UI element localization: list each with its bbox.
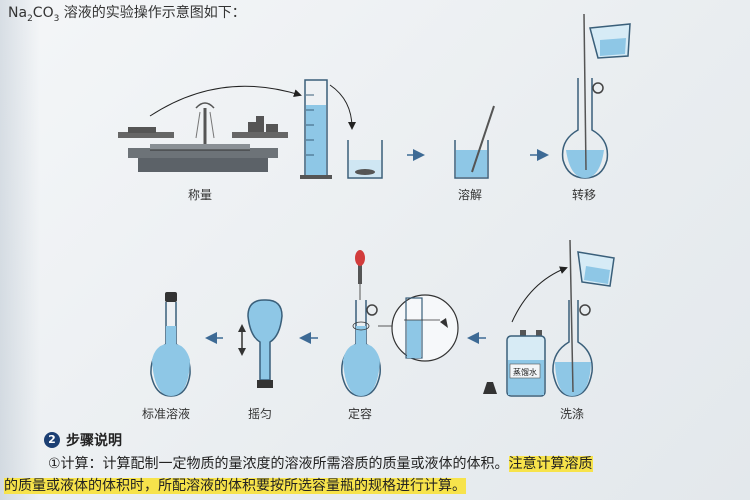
section-title: 步骤说明 [66,433,122,449]
wash-arrow [511,266,568,323]
meniscus-zoom-icon [391,294,459,362]
procedure-diagram: 蒸馏水 [118,13,631,397]
wash-flask-icon [552,239,615,397]
title-sub-2: 2 [27,13,33,24]
dissolve-beaker-icon [454,105,495,179]
transfer-arrow-2 [329,84,356,130]
explanation-line-1: ①计算：计算配制一定物质的量浓度的溶液所需溶质的质量或液体的体积。注意计算溶质 [0,453,750,475]
step-label-transfer: 转移 [572,188,597,202]
step-label-weigh: 称量 [188,188,213,202]
bottle-label: 蒸馏水 [513,367,537,377]
stopper-icon [483,382,497,394]
section-number-badge: 2 [44,432,60,448]
explanation-plain: ①计算：计算配制一定物质的量浓度的溶液所需溶质的质量或液体的体积。 [48,456,509,472]
transfer-flask-icon [561,13,631,179]
title-co: CO [32,5,54,21]
standard-solution-flask-icon [150,292,191,397]
page-title: Na2CO3 溶液的实验操作示意图如下： [8,2,246,24]
section-heading: 2 步骤说明 [44,430,122,450]
transfer-arrow-1 [149,85,302,117]
step-label-standard-solution: 标准溶液 [142,407,191,421]
distilled-water-bottle-icon: 蒸馏水 [506,330,546,397]
title-na: Na [8,5,28,21]
explanation-highlight-1: 注意计算溶质 [508,456,593,472]
graduated-cylinder-icon [300,79,332,179]
step-label-shake: 摇匀 [248,407,273,421]
fix-volume-flask-icon [341,250,381,397]
step-label-wash: 洗涤 [560,407,585,421]
step-label-fix-volume: 定容 [348,407,373,421]
explanation-line-2: 的质量或液体的体积时，所配溶液的体积要按所选容量瓶的规格进行计算。 [0,475,750,497]
title-text: 溶液的实验操作示意图如下： [59,5,246,21]
balance-icon [118,102,288,172]
explanation-text: ①计算：计算配制一定物质的量浓度的溶液所需溶质的质量或液体的体积。注意计算溶质 … [0,453,750,497]
explanation-highlight-2: 的质量或液体的体积时，所配溶液的体积要按所选容量瓶的规格进行计算。 [4,478,466,494]
title-sub-3: 3 [53,13,60,24]
shake-flask-icon [238,299,283,388]
step-label-dissolve: 溶解 [458,188,483,202]
beaker-solid-icon [347,140,383,179]
